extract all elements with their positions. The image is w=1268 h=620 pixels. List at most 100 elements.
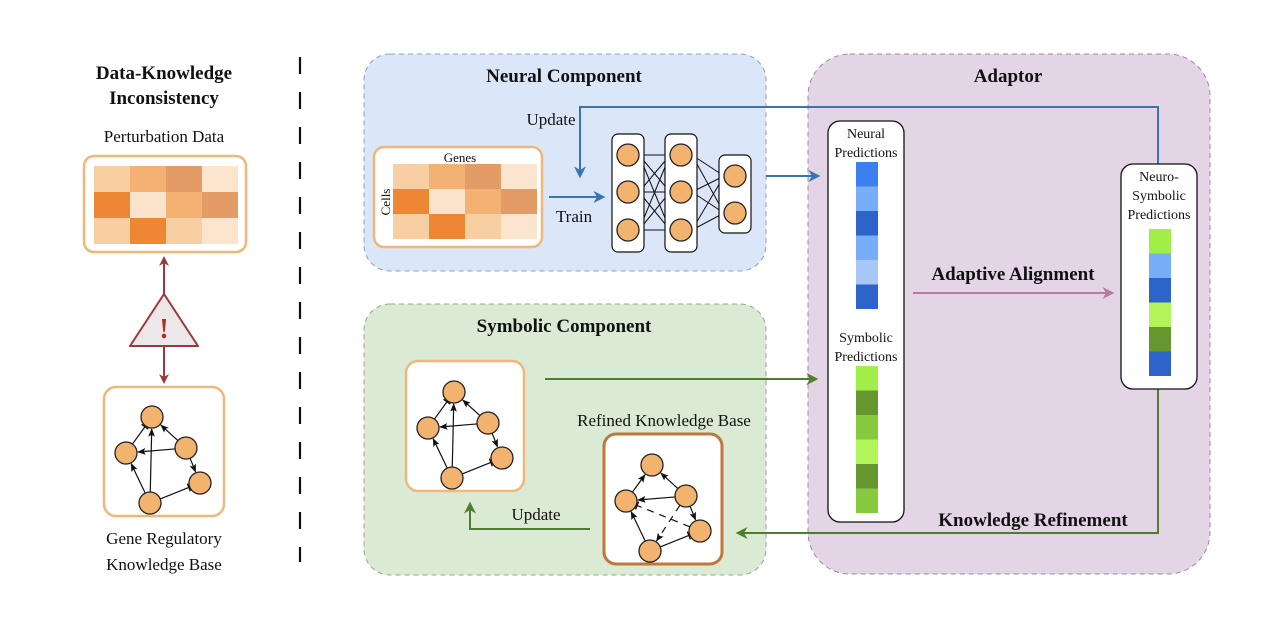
kb-label-line1: Gene Regulatory (106, 529, 222, 548)
refined-knowledge-graph (614, 453, 712, 563)
heatmap-cell (202, 218, 238, 244)
heatmap-cell (202, 192, 238, 218)
prediction-cell (856, 211, 878, 236)
symbolic-predictions-bar (856, 366, 878, 513)
neural-update-label: Update (526, 110, 575, 129)
heatmap-cell (94, 192, 130, 218)
heatmap-cell (130, 218, 166, 244)
activation-edge (660, 472, 679, 490)
heatmap-cell (501, 164, 537, 189)
ns-predictions-label-line1: Neuro- (1139, 170, 1179, 185)
heatmap-cell (166, 166, 202, 192)
gene-node (640, 453, 664, 477)
activation-edge (148, 428, 155, 493)
inconsistency-title-line2: Inconsistency (109, 88, 219, 109)
nn-neuron (616, 180, 640, 204)
symbolic-update-label: Update (511, 505, 560, 524)
gene-node (114, 441, 138, 465)
activation-edge (462, 399, 481, 417)
cells-axis-label: Cells (378, 189, 393, 216)
adaptor-title: Adaptor (974, 66, 1043, 87)
nn-neuron (669, 180, 693, 204)
heatmap-cell (429, 214, 465, 239)
prediction-cell (856, 439, 878, 464)
activation-edge (491, 432, 499, 448)
prediction-cell (856, 366, 878, 391)
activation-edge (432, 438, 448, 469)
prediction-cell (856, 235, 878, 260)
heatmap-cell (393, 164, 429, 189)
heatmap-cell (202, 166, 238, 192)
activation-edge (130, 463, 146, 494)
gene-node (188, 471, 212, 495)
neural-update-feedback-arrow (574, 106, 1159, 179)
activation-edge (450, 403, 457, 468)
ns-predictions-label-line3: Predictions (1128, 208, 1191, 223)
heatmap-cell (130, 192, 166, 218)
nn-neuron (723, 201, 747, 225)
inhibition-edge (461, 458, 494, 475)
heatmap-cell (166, 218, 202, 244)
gene-node (638, 539, 662, 563)
gene-node (440, 466, 464, 490)
knowledge-graph (416, 380, 514, 490)
neural-predictions-bar (856, 162, 878, 309)
expression-heatmap (393, 164, 537, 239)
prediction-cell (1149, 302, 1171, 327)
ns-predictions-label-line2: Symbolic (1132, 189, 1186, 204)
symbolic-predictions-label-line2: Predictions (835, 350, 898, 365)
perturbation-data-label: Perturbation Data (104, 127, 225, 146)
warning-exclamation: ! (159, 314, 168, 345)
heatmap-cell (429, 189, 465, 214)
neural-network-icon (611, 133, 752, 253)
kb-label-line2: Knowledge Base (106, 555, 222, 574)
prediction-cell (1149, 229, 1171, 254)
adaptor-content: Neural Predictions Symbolic Predictions … (574, 106, 1198, 539)
gene-node (490, 446, 514, 470)
gene-node (614, 489, 638, 513)
symbolic-component-title: Symbolic Component (477, 316, 652, 337)
activation-edge (189, 457, 197, 473)
nn-neuron (669, 143, 693, 167)
gene-node (442, 380, 466, 404)
heatmap-cell (465, 164, 501, 189)
heatmap-cell (166, 192, 202, 218)
knowledge-refinement-arrow (735, 388, 1159, 539)
symbolic-update-arrow (464, 501, 590, 530)
heatmap-cell (501, 214, 537, 239)
activation-edge (630, 511, 646, 542)
prediction-cell (1149, 327, 1171, 352)
neuro-symbolic-predictions-bar (1149, 229, 1171, 376)
prediction-cell (856, 488, 878, 513)
symbolic-predictions-label-line1: Symbolic (839, 331, 893, 346)
neural-component: Neural Component Genes Cells Train Updat… (363, 53, 821, 272)
predictions-column-box (827, 120, 905, 523)
heatmap-cell (429, 164, 465, 189)
prediction-cell (1149, 278, 1171, 303)
prediction-cell (856, 464, 878, 489)
inhibition-edge (433, 398, 451, 420)
activation-edge (637, 496, 676, 503)
adaptor-panel (807, 53, 1211, 575)
gene-node (476, 411, 500, 435)
warning-icon: ! (129, 293, 199, 347)
gene-regulatory-graph (114, 405, 212, 515)
inhibition-edge (634, 501, 691, 528)
inconsistency-title-line1: Data-Knowledge (96, 63, 232, 84)
adaptive-alignment-label: Adaptive Alignment (931, 264, 1095, 285)
left-panel: Data-Knowledge Inconsistency Perturbatio… (82, 63, 248, 574)
prediction-cell (1149, 351, 1171, 376)
gene-node (688, 519, 712, 543)
heatmap-cell (465, 214, 501, 239)
gene-node (174, 436, 198, 460)
heatmap-cell (94, 166, 130, 192)
heatmap-cell (393, 214, 429, 239)
refined-kb-label: Refined Knowledge Base (577, 411, 751, 430)
heatmap-cell (393, 189, 429, 214)
neural-predictions-label-line1: Neural (847, 127, 885, 142)
genes-axis-label: Genes (444, 150, 477, 165)
inhibition-edge (159, 483, 192, 500)
prediction-cell (1149, 253, 1171, 278)
prediction-cell (856, 390, 878, 415)
train-label: Train (556, 207, 593, 226)
